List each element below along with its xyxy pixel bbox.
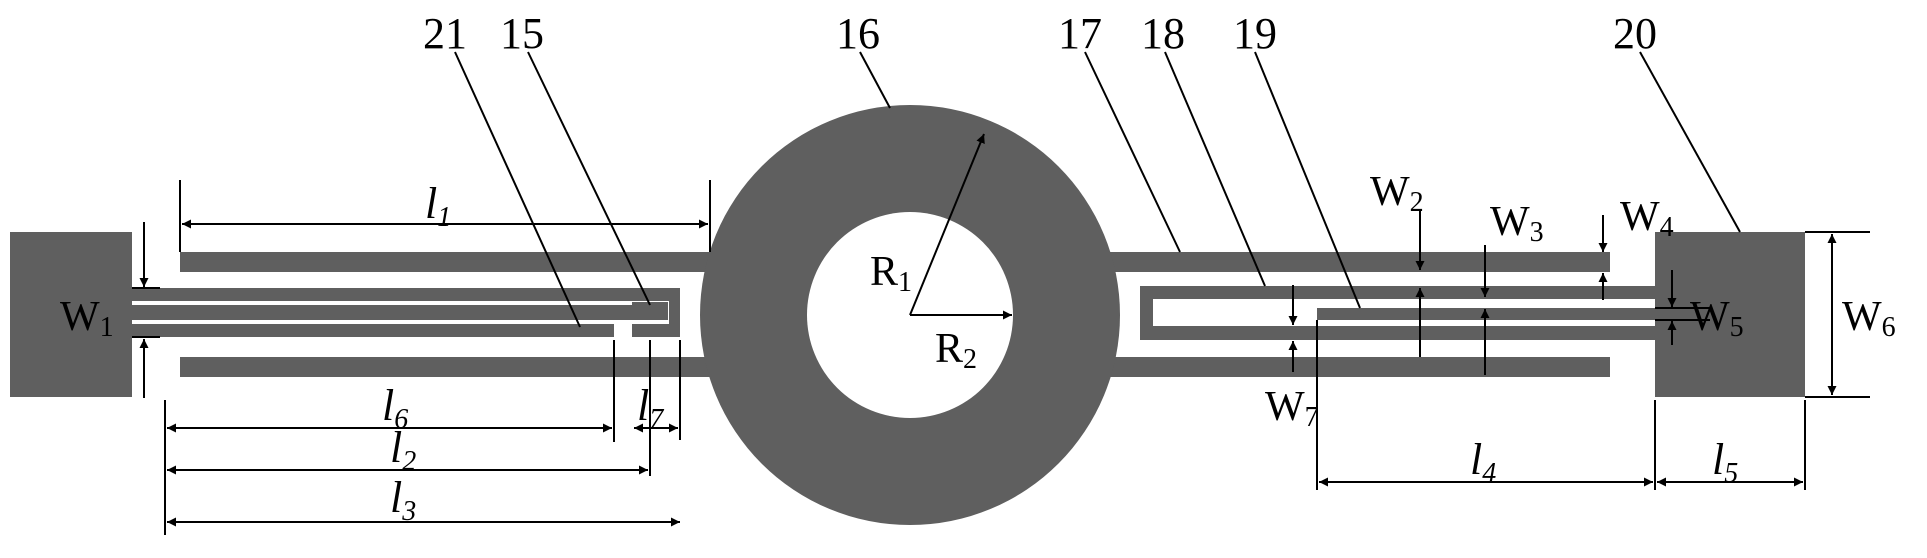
left-top-line bbox=[180, 252, 710, 272]
left-feed-strip-upper bbox=[132, 288, 680, 301]
callout-19: 19 bbox=[1233, 9, 1277, 58]
callout-18: 18 bbox=[1141, 9, 1185, 58]
left-stub-tail bbox=[632, 324, 680, 337]
metal-layout bbox=[10, 105, 1805, 525]
left-bottom-line bbox=[180, 357, 710, 377]
label-l5: l5 bbox=[1712, 435, 1738, 489]
label-l1: l1 bbox=[425, 179, 451, 233]
left-feed-strip-lower bbox=[132, 324, 614, 337]
label-l3: l3 bbox=[390, 473, 416, 527]
label-w7: W7 bbox=[1265, 384, 1319, 433]
callout-16: 16 bbox=[836, 9, 880, 58]
label-w3: W3 bbox=[1490, 199, 1544, 248]
label-w4: W4 bbox=[1620, 194, 1674, 243]
left-center-strip bbox=[132, 305, 650, 320]
callout-21: 21 bbox=[423, 9, 467, 58]
callout-17: 17 bbox=[1058, 9, 1102, 58]
right-top-line bbox=[1100, 252, 1610, 272]
callout-20: 20 bbox=[1613, 9, 1657, 58]
label-l4: l4 bbox=[1470, 435, 1496, 489]
right-bottom-line bbox=[1100, 357, 1610, 377]
label-w2: W2 bbox=[1370, 169, 1424, 218]
label-w6: W6 bbox=[1842, 294, 1896, 343]
callout-15: 15 bbox=[500, 9, 544, 58]
callout-numbers: 21 15 16 17 18 19 20 bbox=[423, 9, 1657, 58]
